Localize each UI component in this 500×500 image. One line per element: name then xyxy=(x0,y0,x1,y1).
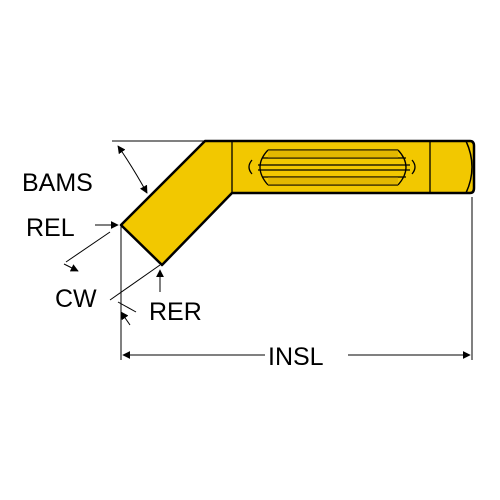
dimension-lines xyxy=(63,140,473,360)
insl-label: INSL xyxy=(268,343,324,371)
insert-groove xyxy=(231,141,431,193)
groove-shading-top xyxy=(268,150,398,158)
bams-label: BAMS xyxy=(22,169,93,197)
cw-label: CW xyxy=(55,285,97,313)
insert-end-cap xyxy=(465,140,473,194)
rel-label: REL xyxy=(26,214,75,242)
insert-body xyxy=(119,139,476,267)
insert-outline xyxy=(119,139,476,267)
groove-shading-bottom xyxy=(268,177,398,185)
rer-label: RER xyxy=(149,298,202,326)
